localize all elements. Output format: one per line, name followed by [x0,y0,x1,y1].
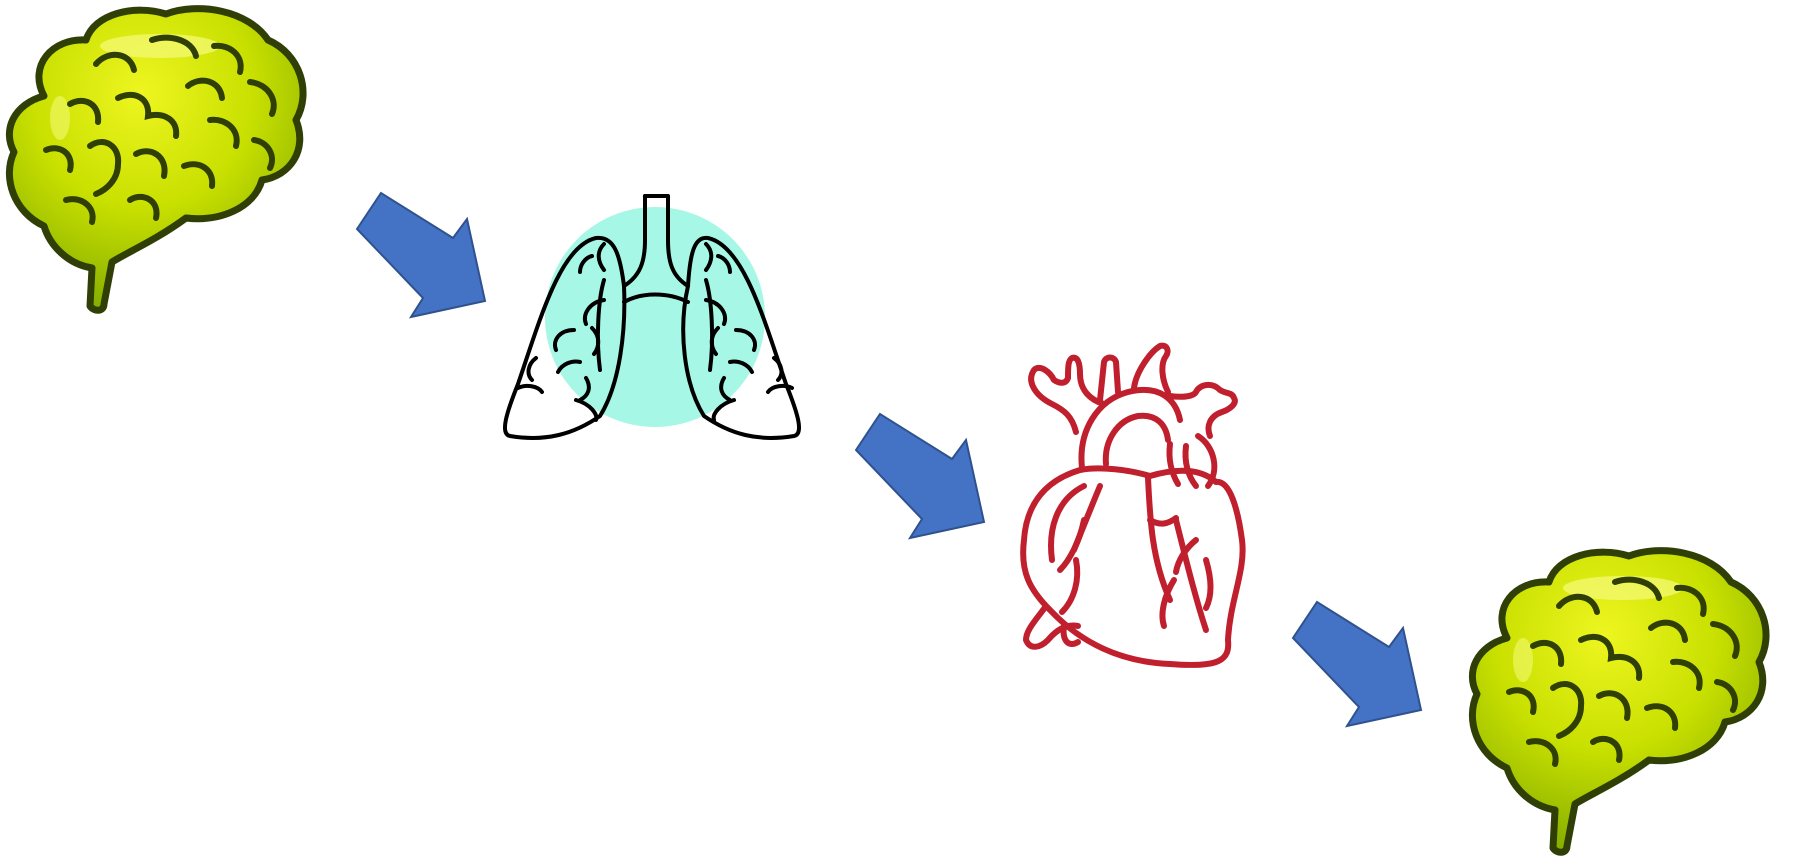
arrow-brain-to-lungs [357,193,485,317]
arrow-heart-to-brain [1293,602,1421,726]
lungs-icon [505,196,799,438]
arrow-lungs-to-heart [856,414,984,538]
brain-icon [9,9,303,311]
brain-icon [1472,551,1766,853]
lungs-backdrop [545,207,765,427]
heart-icon [1023,346,1243,665]
